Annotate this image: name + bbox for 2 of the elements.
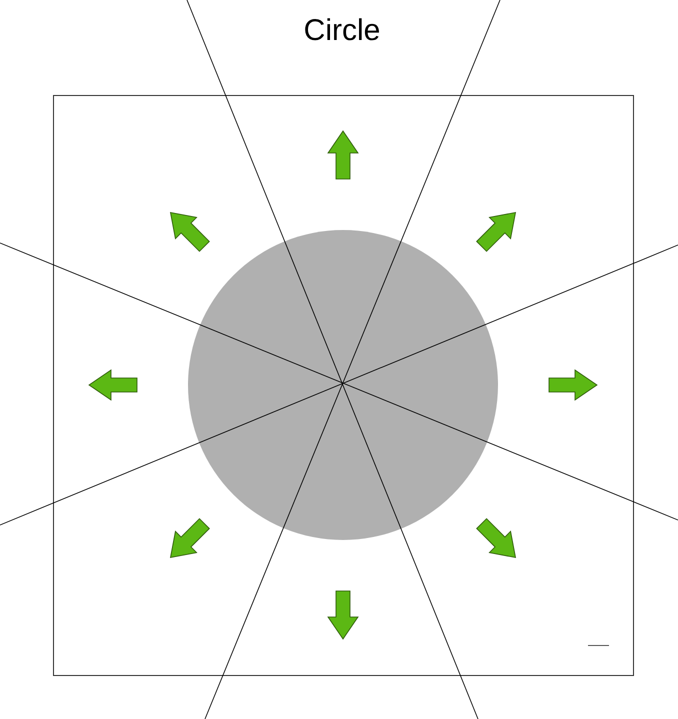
disc-shape [188,230,498,540]
diagram-title: Circle [302,14,382,48]
